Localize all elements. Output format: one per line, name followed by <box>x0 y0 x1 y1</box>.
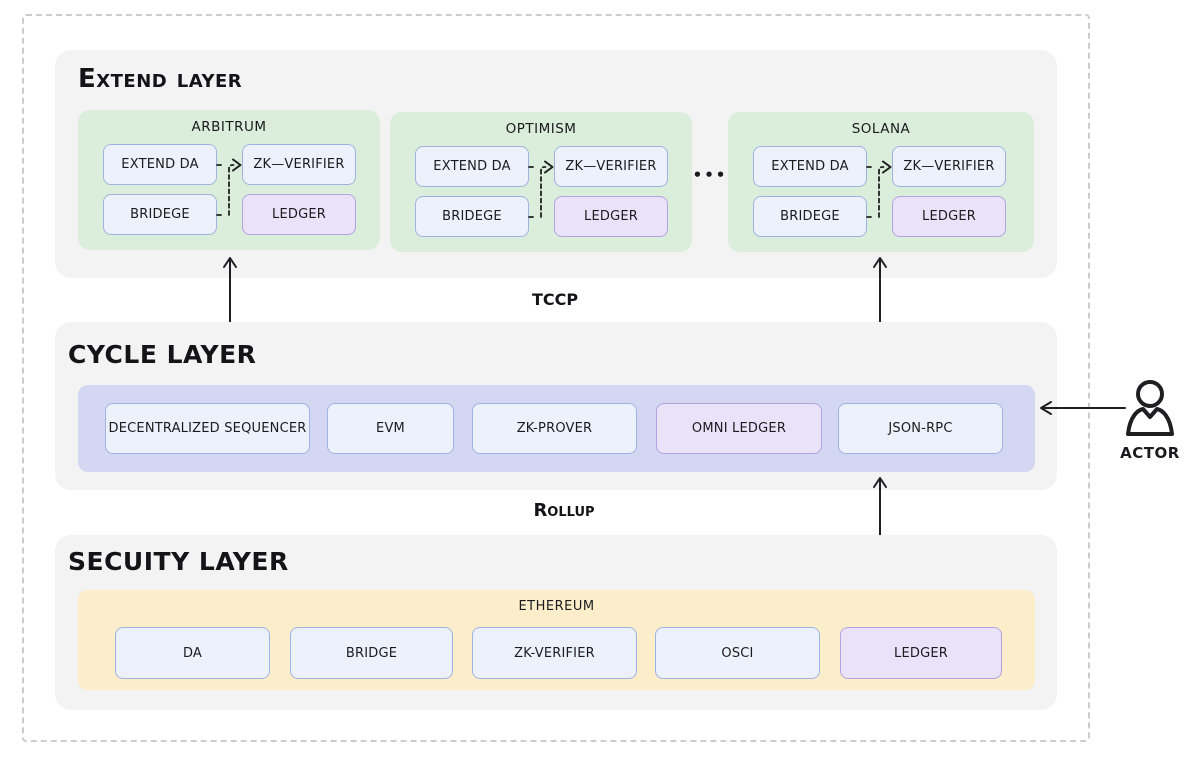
group-solana: SOLANA EXTEND DA ZK—VERIFIER BRIDEGE LED… <box>728 112 1034 252</box>
dashed-connector-icon <box>866 160 892 218</box>
node-osci: OSCI <box>655 627 820 679</box>
actor-icon <box>1126 380 1174 436</box>
extend-layer-title: Extend layer <box>78 64 243 94</box>
node-omni-ledger: OMNI LEDGER <box>656 403 822 454</box>
node-decentralized-sequencer: DECENTRALIZED SEQUENCER <box>105 403 310 454</box>
node-ledger: LEDGER <box>840 627 1002 679</box>
node-evm: EVM <box>327 403 454 454</box>
node-zk-prover: ZK-PROVER <box>472 403 637 454</box>
group-arbitrum-title: ARBITRUM <box>191 119 267 135</box>
rollup-label: Rollup <box>533 500 595 521</box>
ethereum-bar: ETHEREUM DA BRIDGE ZK-VERIFIER OSCI LEDG… <box>78 590 1035 690</box>
dashed-connector-icon <box>528 160 554 218</box>
ethereum-bar-title: ETHEREUM <box>518 599 595 614</box>
security-layer-title: SECUITY LAYER <box>68 547 289 576</box>
node-zk-verifier: ZK—VERIFIER <box>554 146 668 187</box>
group-solana-title: SOLANA <box>851 121 911 137</box>
tccp-label: TCCP <box>531 290 579 309</box>
group-optimism-title: OPTIMISM <box>505 121 577 137</box>
node-ledger: LEDGER <box>242 194 356 235</box>
node-json-rpc: JSON-RPC <box>838 403 1003 454</box>
cycle-layer-title: CYCLE LAYER <box>68 340 257 369</box>
node-extend-da: EXTEND DA <box>415 146 529 187</box>
ellipsis: ••• <box>692 166 728 184</box>
node-ledger: LEDGER <box>892 196 1006 237</box>
node-zk-verifier: ZK—VERIFIER <box>892 146 1006 187</box>
actor-label: ACTOR <box>1120 444 1180 462</box>
extend-layer-section: Extend layer ARBITRUM EXTEND DA ZK—VERIF… <box>55 50 1057 278</box>
node-bridege: BRIDEGE <box>753 196 867 237</box>
dashed-connector-icon <box>216 158 242 216</box>
cycle-layer-bar: DECENTRALIZED SEQUENCER EVM ZK-PROVER OM… <box>78 385 1035 472</box>
node-extend-da: EXTEND DA <box>103 144 217 185</box>
node-zk-verifier: ZK—VERIFIER <box>242 144 356 185</box>
node-zk-verifier: ZK-VERIFIER <box>472 627 637 679</box>
node-bridege: BRIDEGE <box>103 194 217 235</box>
node-da: DA <box>115 627 270 679</box>
group-optimism: OPTIMISM EXTEND DA ZK—VERIFIER BRIDEGE L… <box>390 112 692 252</box>
node-bridge: BRIDGE <box>290 627 453 679</box>
group-arbitrum: ARBITRUM EXTEND DA ZK—VERIFIER BRIDEGE L… <box>78 110 380 250</box>
node-extend-da: EXTEND DA <box>753 146 867 187</box>
actor-arrow-icon <box>1040 401 1126 415</box>
outer-dashed-border <box>22 14 1090 742</box>
node-ledger: LEDGER <box>554 196 668 237</box>
node-bridege: BRIDEGE <box>415 196 529 237</box>
